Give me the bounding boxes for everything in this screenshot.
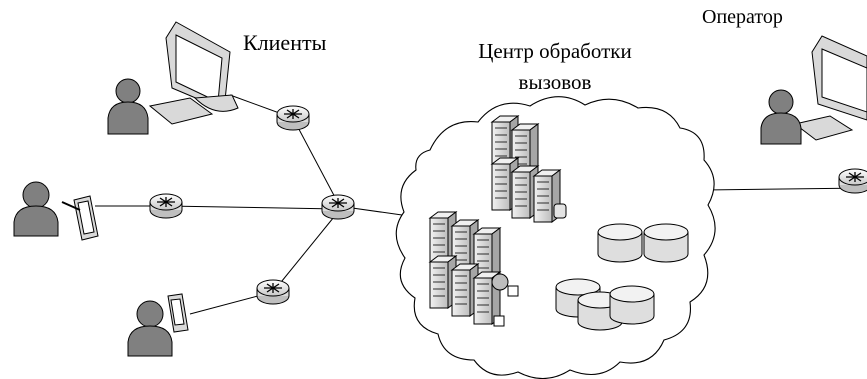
database-icon [597,223,643,263]
keyboard-icon [148,97,214,125]
database-icon [643,223,689,263]
link-router-mid-to-hub [165,205,339,210]
server-icon [510,165,540,219]
database-cluster [555,223,689,331]
clients-label: Клиенты [243,30,327,55]
person-icon [13,181,59,237]
router-icon [276,105,310,131]
operator-workstation [760,35,867,145]
routers [149,105,867,305]
link-router-bottom-to-hub [272,211,339,293]
link-router-top-to-hub [292,117,339,204]
server-peripherals [491,203,567,327]
tablet-icon [61,195,99,241]
call-center-label: Центр обработки вызовов [455,36,655,98]
client-phone [127,293,189,357]
person-icon [760,89,802,145]
person-icon [127,300,173,357]
database-icon [609,285,655,325]
lock-icon [507,285,519,297]
small-disk-icon [553,203,567,219]
router-icon [321,194,355,220]
call-center-label-line2: вызовов [518,70,592,94]
router-icon [256,279,290,305]
keyboard-icon [793,115,854,141]
client-desktop [107,21,239,135]
person-icon [107,78,149,135]
folder-icon [493,315,505,327]
globe-icon [491,273,509,291]
call-center-label-line1: Центр обработки [478,39,632,63]
operator-label: Оператор [702,6,783,28]
server-cluster [428,115,562,325]
monitor-icon [811,35,867,121]
router-icon [838,168,867,194]
phone-icon [167,293,189,333]
client-tablet [13,181,99,241]
monitor-icon [165,21,239,112]
router-icon [149,193,183,219]
